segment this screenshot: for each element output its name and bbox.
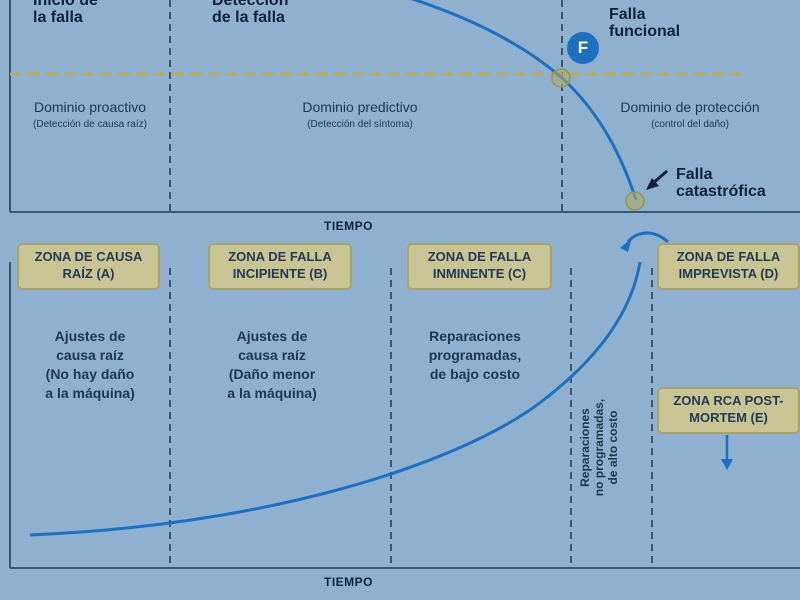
- inicio-falla-line1: Inicio de: [33, 0, 98, 9]
- domain-proactive: Dominio proactivo (Detección de causa ra…: [10, 99, 170, 130]
- inicio-falla-line2: la falla: [33, 9, 83, 26]
- zone-c-line2: INMINENTE (C): [432, 266, 527, 281]
- desc-zone-a-line3: (No hay daño: [45, 366, 135, 382]
- desc-zone-c-line1: Reparaciones: [429, 328, 521, 344]
- zone-b-line2: INCIPIENTE (B): [232, 266, 328, 281]
- falla-funcional-label: Falla funcional: [609, 6, 680, 40]
- falla-catastrofica-label: Falla catastrófica: [676, 166, 766, 200]
- catastrophic-failure-point: [625, 191, 645, 211]
- domain-predictive-title: Dominio predictivo: [302, 99, 418, 115]
- desc-zone-d-line3: de alto costo: [606, 410, 620, 485]
- zone-a-line2: RAÍZ (A): [62, 266, 115, 281]
- domain-proactive-subtitle: (Detección de causa raíz): [33, 119, 147, 130]
- top-axis-label: TIEMPO: [324, 219, 374, 233]
- deteccion-falla-label: Detección de la falla: [212, 0, 288, 26]
- falla-funcional-line1: Falla: [609, 6, 646, 23]
- desc-zone-a-line2: causa raíz: [56, 347, 124, 363]
- zone-d-curved-arrowhead: [620, 238, 632, 252]
- rca-down-arrowhead: [721, 459, 733, 470]
- domain-proactive-title: Dominio proactivo: [33, 99, 147, 115]
- deteccion-falla-line1: Detección: [212, 0, 289, 9]
- catastrophic-pointer-arrowhead: [646, 178, 659, 190]
- zone-e-line2: MORTEM (E): [689, 410, 768, 425]
- desc-zone-d-line2: no programadas,: [592, 398, 606, 497]
- desc-zone-a: Ajustes de causa raíz (No hay daño a la …: [20, 327, 160, 403]
- inicio-falla-label: Inicio de la falla: [33, 0, 98, 26]
- falla-catastrofica-line2: catastrófica: [676, 183, 766, 200]
- desc-zone-b-line4: a la máquina): [227, 385, 317, 401]
- zone-c-box: ZONA DE FALLA INMINENTE (C): [407, 243, 552, 290]
- desc-zone-d-vertical: Reparaciones no programadas, de alto cos…: [578, 380, 620, 515]
- zone-a-line1: ZONA DE CAUSA: [34, 249, 143, 264]
- falla-catastrofica-line1: Falla: [676, 166, 713, 183]
- zone-b-box: ZONA DE FALLA INCIPIENTE (B): [208, 243, 352, 290]
- zone-d-box: ZONA DE FALLA IMPREVISTA (D): [657, 243, 800, 290]
- cost-curve: [29, 261, 642, 537]
- domain-protection-subtitle: (control del daño): [651, 119, 729, 130]
- desc-zone-c-line2: programadas,: [428, 347, 522, 363]
- zone-d-line2: IMPREVISTA (D): [678, 266, 779, 281]
- domain-protection: Dominio de protección (control del daño): [590, 99, 790, 130]
- falla-funcional-line2: funcional: [609, 23, 681, 40]
- zone-b-line1: ZONA DE FALLA: [228, 249, 332, 264]
- desc-zone-a-line4: a la máquina): [45, 385, 135, 401]
- bottom-axis-label: TIEMPO: [324, 575, 374, 589]
- desc-zone-c: Reparaciones programadas, de bajo costo: [405, 327, 545, 384]
- desc-zone-b-line3: (Daño menor: [228, 366, 316, 382]
- zone-c-line1: ZONA DE FALLA: [427, 249, 532, 264]
- domain-protection-title: Dominio de protección: [620, 99, 760, 115]
- desc-zone-a-line1: Ajustes de: [54, 328, 126, 344]
- desc-zone-b-line1: Ajustes de: [236, 328, 308, 344]
- zone-a-box: ZONA DE CAUSA RAÍZ (A): [17, 243, 160, 290]
- zone-d-line1: ZONA DE FALLA: [676, 249, 781, 264]
- desc-zone-b-line2: causa raíz: [238, 347, 306, 363]
- deteccion-falla-line2: de la falla: [212, 9, 285, 26]
- zone-e-line1: ZONA RCA POST-: [673, 393, 784, 408]
- desc-zone-b: Ajustes de causa raíz (Daño menor a la m…: [202, 327, 342, 403]
- functional-failure-badge: F: [567, 32, 599, 64]
- desc-zone-c-line3: de bajo costo: [429, 366, 521, 382]
- zone-e-box: ZONA RCA POST- MORTEM (E): [657, 387, 800, 434]
- domain-predictive: Dominio predictivo (Detección del síntom…: [250, 99, 470, 130]
- desc-zone-d-line1: Reparaciones: [578, 408, 592, 487]
- domain-predictive-subtitle: (Detección del síntoma): [307, 119, 413, 130]
- zone-d-curved-arrow: [626, 231, 670, 244]
- functional-failure-point: [551, 68, 571, 88]
